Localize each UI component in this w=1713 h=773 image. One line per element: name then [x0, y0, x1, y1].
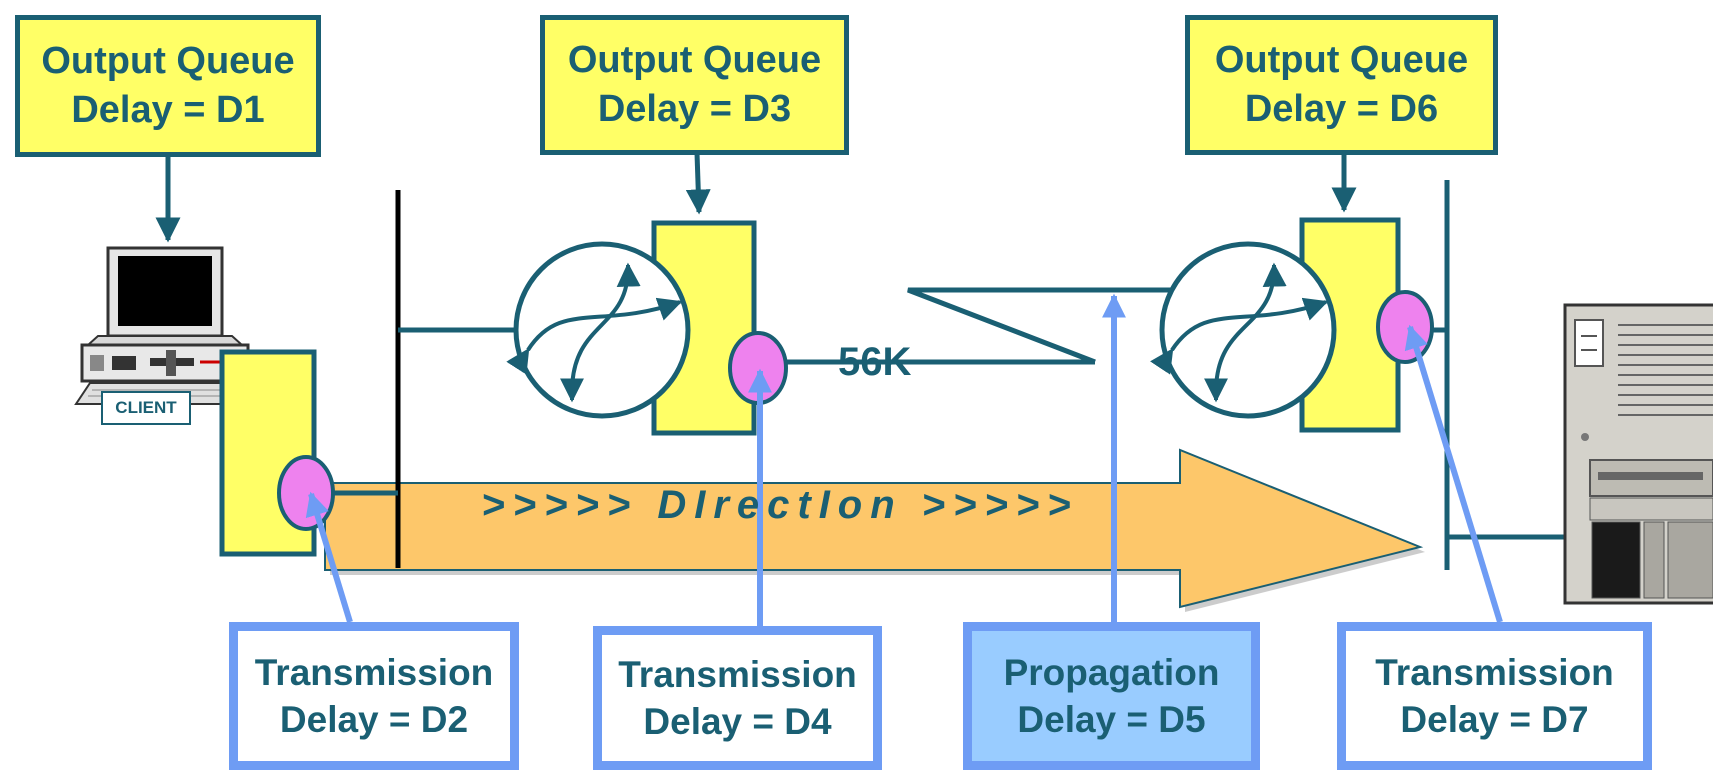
transmission-d7-arrow	[1404, 324, 1503, 623]
propagation-d5-title: Propagation	[1003, 651, 1220, 693]
transmission-d4-box: Transmission Delay = D4	[593, 626, 882, 770]
router2-interface-icon	[1376, 290, 1434, 364]
output-queue-d1-title: Output Queue	[41, 40, 295, 83]
transmission-d7-title: Transmission	[1375, 651, 1614, 693]
output-queue-d1-box: Output Queue Delay = D1	[15, 15, 321, 157]
client-interface-icon	[277, 455, 335, 531]
serial-link-icon	[907, 287, 1180, 365]
output-queue-d3-box: Output Queue Delay = D3	[540, 15, 849, 155]
transmission-d2-arrow	[305, 491, 353, 623]
queue3-arrow	[685, 152, 711, 215]
propagation-d5-box: Propagation Delay = D5	[963, 622, 1260, 770]
output-queue-d3-title: Output Queue	[567, 39, 822, 82]
transmission-d7-delay: Delay = D7	[1400, 699, 1589, 740]
output-queue-d3-delay: Delay = D3	[597, 88, 792, 130]
transmission-d2-box: Transmission Delay = D2	[229, 622, 519, 770]
direction-label: >>>>> DIrectIon >>>>>	[481, 483, 1079, 527]
output-queue-d1-delay: Delay = D1	[71, 89, 265, 131]
direction-arrow	[324, 448, 1425, 612]
transmission-d4-delay: Delay = D4	[643, 701, 832, 742]
router-icon	[506, 220, 757, 436]
transmission-d4-title: Transmission	[618, 653, 857, 695]
output-queue-d6-delay: Delay = D6	[1244, 88, 1439, 130]
transmission-d7-box: Transmission Delay = D7	[1337, 622, 1652, 770]
propagation-d5-delay: Delay = D5	[1017, 699, 1206, 740]
link-speed-label: 56K	[838, 340, 912, 384]
server-icon	[1563, 303, 1713, 605]
transmission-d2-title: Transmission	[254, 651, 494, 693]
router-icon	[1150, 217, 1401, 433]
transmission-d2-delay: Delay = D2	[279, 699, 469, 740]
output-queue-d6-title: Output Queue	[1214, 39, 1469, 82]
output-queue-d6-box: Output Queue Delay = D6	[1185, 15, 1498, 155]
client-label: CLIENT	[101, 391, 191, 425]
